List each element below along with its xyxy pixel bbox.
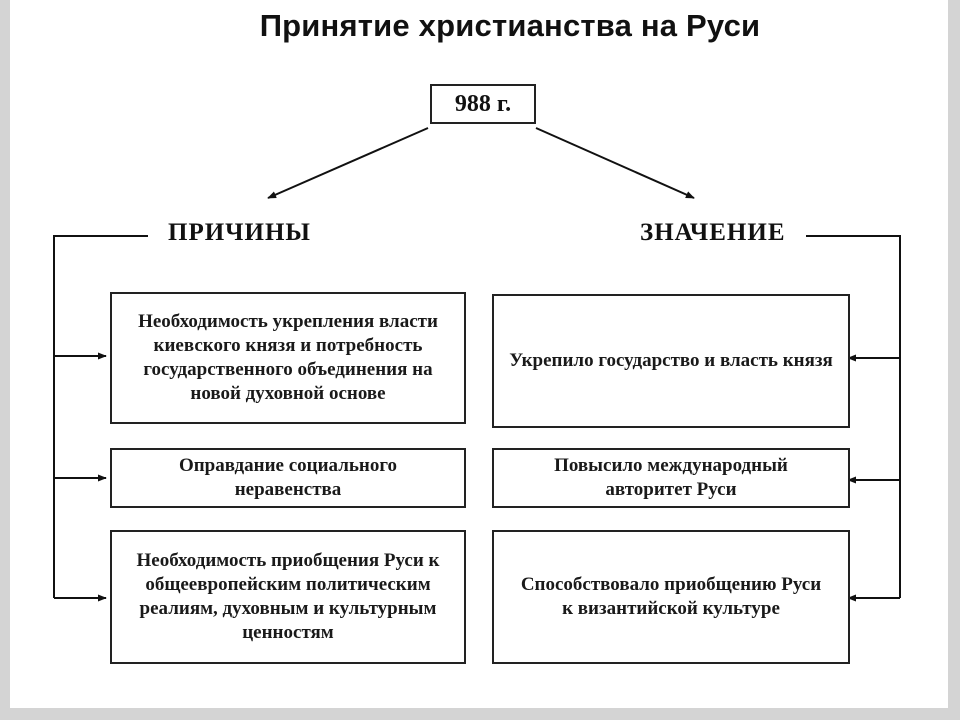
diagram-title: Принятие христианства на Руси (259, 8, 761, 43)
cause-text-1: Необходимость укрепления власти киевског… (138, 311, 438, 404)
year-box: 988 г. (430, 84, 536, 124)
effect-box-1: Укрепило государство и власть князя (492, 294, 850, 428)
arrow-to-causes (267, 127, 429, 199)
diagram-page: Принятие христианства на Руси 988 г. ПРИ… (10, 0, 948, 708)
effect-box-3: Способствовало приобщению Руси к византи… (492, 530, 850, 664)
effect-text-3: Способствовало приобщению Руси к византи… (520, 574, 822, 619)
causes-heading: ПРИЧИНЫ (160, 216, 319, 250)
cause-text-2: Оправдание социального неравенства (178, 455, 398, 500)
effects-heading: ЗНАЧЕНИЕ (632, 216, 794, 250)
effects-bracket-line (806, 235, 901, 598)
cause-box-2: Оправдание социального неравенства (110, 448, 466, 508)
connector-lines (53, 127, 901, 602)
effect-box-2: Повысило международный авторитет Руси (492, 448, 850, 508)
cause-box-1: Необходимость укрепления власти киевског… (110, 292, 466, 424)
cause-box-3: Необходимость приобщения Руси к общеевро… (110, 530, 466, 664)
cause-text-3: Необходимость приобщения Руси к общеевро… (136, 550, 440, 643)
year-label: 988 г. (454, 90, 512, 117)
effect-text-2: Повысило международный авторитет Руси (554, 455, 788, 500)
effect-text-1: Укрепило государство и власть князя (509, 350, 833, 371)
arrow-to-effects (535, 127, 695, 199)
